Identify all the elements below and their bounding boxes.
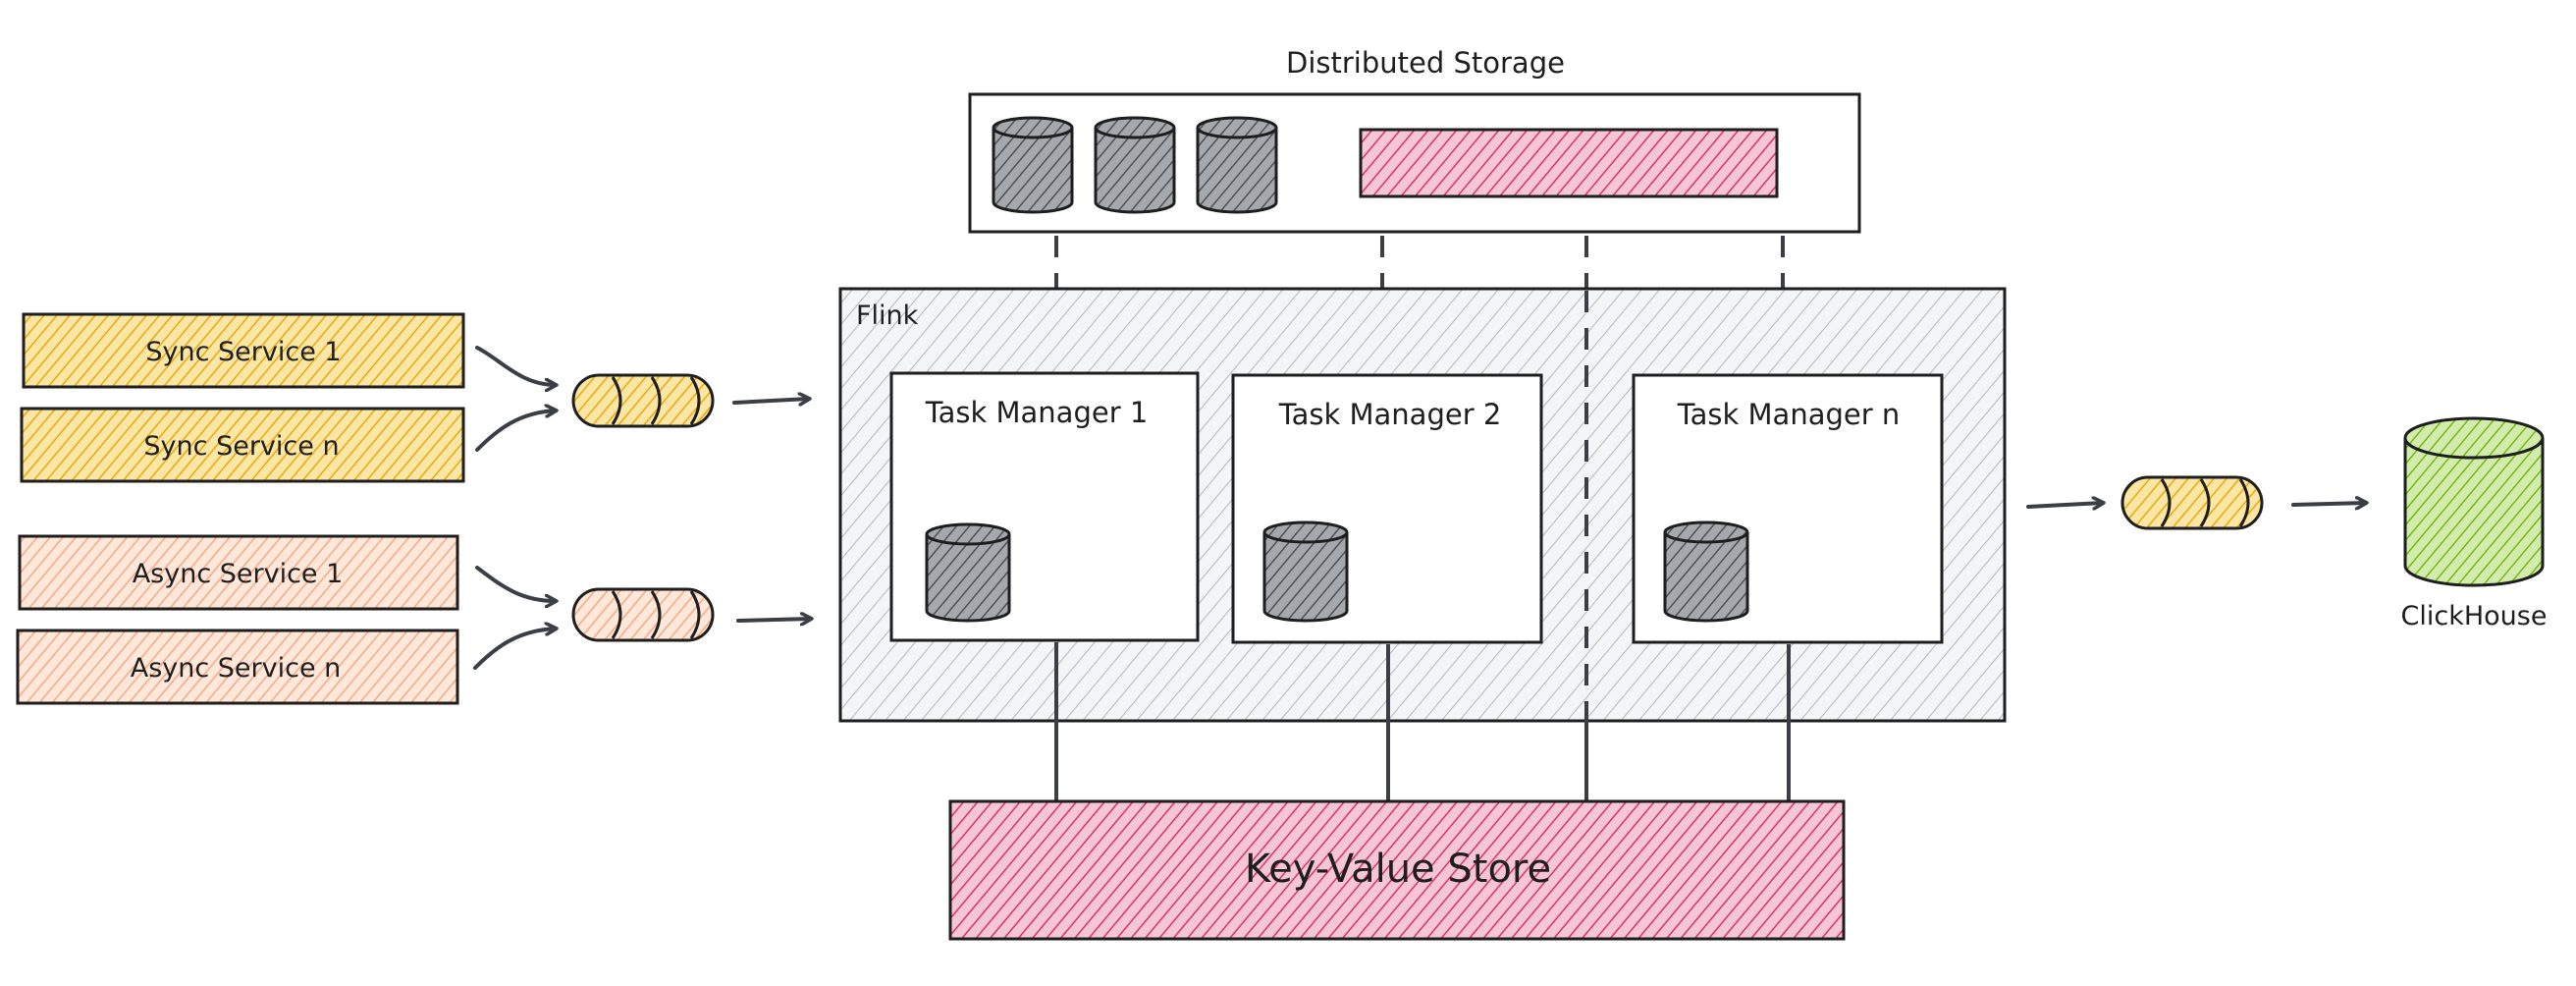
async-service-1-label: Async Service 1 [133, 559, 344, 589]
storage-bar [1359, 128, 1779, 198]
sync-service-n-label: Sync Service n [143, 431, 339, 462]
task-manager-1-label: Task Manager 1 [925, 396, 1149, 429]
kv-store-box [948, 799, 1846, 941]
task-manager-n-cylinder-icon [1663, 520, 1749, 623]
queue-to-clickhouse-arrow [2291, 503, 2366, 505]
sync-queue-to-flink-arrow [732, 399, 809, 403]
output-queue-icon [2120, 475, 2264, 530]
task-manager-n-label: Task Manager n [1677, 398, 1901, 431]
clickhouse-label: ClickHouse [2401, 601, 2548, 631]
sync-1-to-queue-arrow [475, 346, 556, 385]
storage-cylinder-3 [1196, 116, 1278, 214]
async-service-1: Async Service 1 [18, 534, 459, 611]
storage-cylinder-1 [992, 116, 1074, 214]
task-manager-n: Task Manager n [1632, 373, 1944, 644]
flink-to-output-queue-arrow [2026, 503, 2103, 507]
storage-cylinder-2 [1094, 116, 1176, 214]
distributed-storage-title: Distributed Storage [1286, 46, 1565, 80]
task-manager-1: Task Manager 1 [889, 371, 1200, 642]
async-service-n: Async Service n [16, 629, 459, 705]
clickhouse-database-icon [2403, 416, 2545, 587]
sync-queue-icon [571, 373, 715, 428]
async-queue-icon [571, 587, 715, 642]
sync-service-1: Sync Service 1 [22, 312, 465, 389]
task-manager-2: Task Manager 2 [1231, 373, 1543, 644]
task-manager-1-cylinder-icon [925, 522, 1011, 623]
sync-n-to-queue-arrow [475, 411, 556, 452]
task-manager-2-label: Task Manager 2 [1278, 398, 1502, 431]
sync-service-1-label: Sync Service 1 [145, 337, 341, 367]
async-n-to-queue-arrow [473, 629, 556, 670]
sync-service-n: Sync Service n [20, 407, 465, 483]
flink-label: Flink [856, 301, 919, 331]
task-manager-2-cylinder-icon [1262, 520, 1349, 623]
async-queue-to-flink-arrow [736, 619, 811, 621]
async-service-n-label: Async Service n [131, 653, 342, 684]
async-1-to-queue-arrow [475, 566, 556, 601]
kv-store-label: Key-Value Store [1245, 847, 1551, 892]
